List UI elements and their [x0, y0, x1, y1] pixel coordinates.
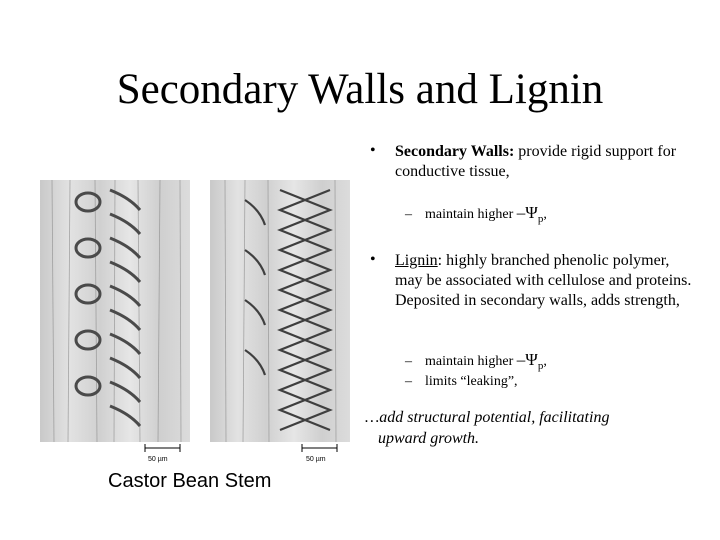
sub-item-text: maintain higher — [425, 207, 517, 222]
psi-symbol: –Ψ — [516, 203, 538, 222]
psi-symbol: –Ψ — [516, 350, 538, 369]
scale-bar-right — [301, 444, 338, 452]
bullet-lignin: Lignin: highly branched phenolic polymer… — [395, 251, 695, 311]
bullet-marker: • — [370, 142, 376, 159]
dash-marker: – — [405, 207, 412, 222]
bullet-text: : highly branched phenolic polymer, may … — [395, 252, 692, 309]
dash-marker: – — [405, 374, 412, 389]
sub-item-suffix: , — [543, 207, 547, 222]
bullet-term: Lignin — [395, 252, 438, 269]
closing-line-2: upward growth. — [378, 429, 480, 447]
slide-title: Secondary Walls and Lignin — [116, 66, 604, 113]
closing-line-1: …add structural potential, facilitating — [365, 409, 610, 426]
sub-item-suffix: , — [543, 354, 547, 369]
closing-note: …add structural potential, facilitating … — [365, 408, 695, 450]
bullet-marker: • — [370, 251, 376, 268]
bullet-text: provide rigid support for conductive tis… — [395, 143, 677, 180]
sub-item: –limits “leaking”, — [405, 374, 518, 390]
sub-item-text: limits “leaking”, — [425, 374, 518, 389]
scale-label-right: 50 µm — [306, 456, 326, 463]
sub-item-text: maintain higher — [425, 354, 517, 369]
dash-marker: – — [405, 354, 412, 369]
bullet-secondary-walls: Secondary Walls: provide rigid support f… — [395, 142, 695, 182]
micrograph-image: 50 µm 50 µm — [40, 180, 350, 463]
sub-item: –maintain higher –Ψp, — [405, 350, 547, 372]
scale-bar-left — [144, 444, 181, 452]
psi-subscript: p — [537, 212, 544, 225]
figure-caption: Castor Bean Stem — [108, 470, 272, 492]
bullet-term: Secondary Walls: — [395, 143, 515, 160]
scale-label-left: 50 µm — [148, 456, 168, 463]
sub-item: –maintain higher –Ψp, — [405, 203, 547, 225]
psi-subscript: p — [537, 359, 544, 372]
